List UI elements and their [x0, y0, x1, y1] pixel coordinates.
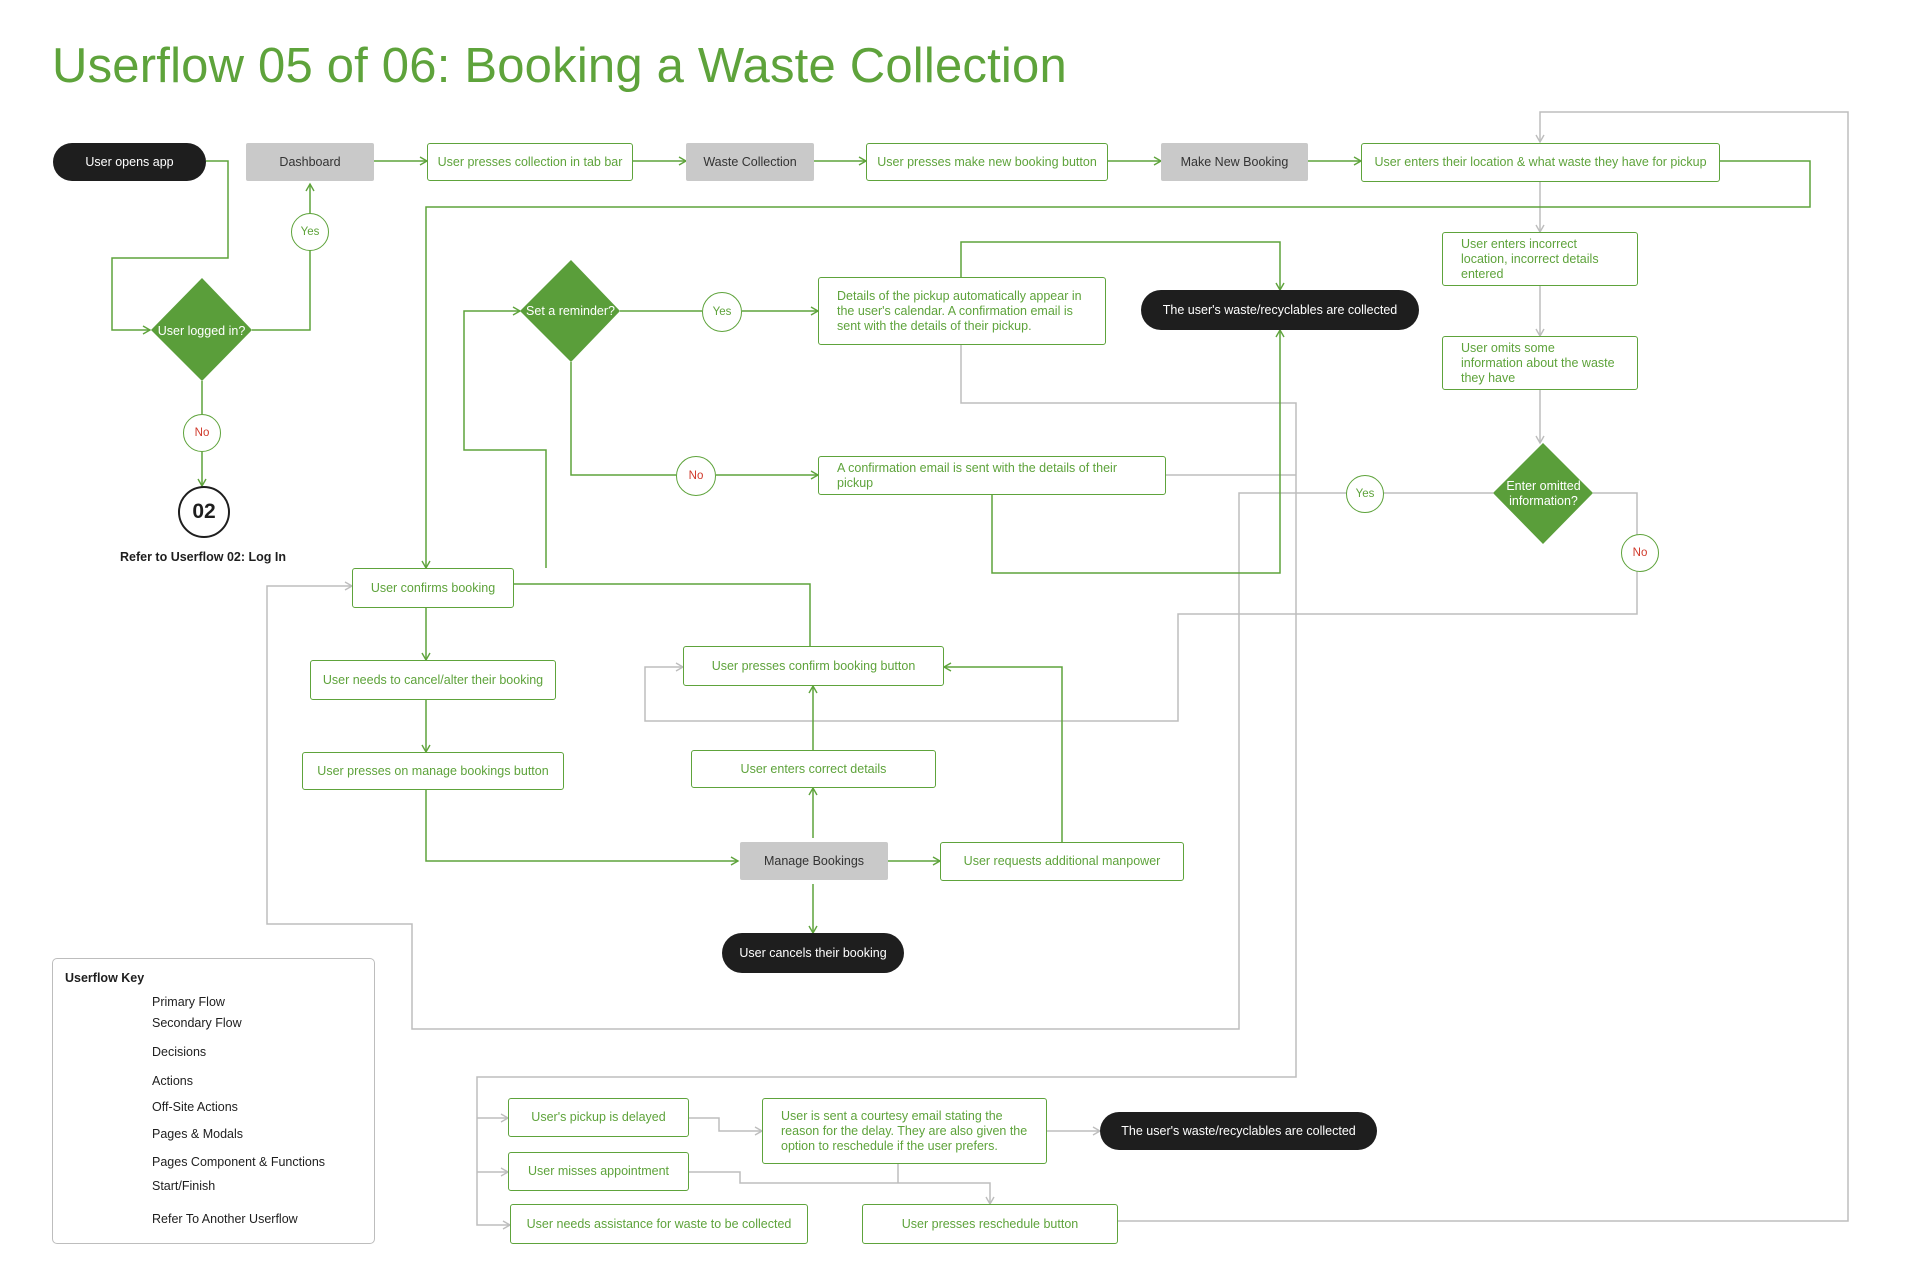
- action-pickup-delayed: User's pickup is delayed: [508, 1098, 689, 1137]
- ref-userflow-02: 02: [178, 486, 230, 538]
- key-label-primary-flow: Primary Flow: [152, 995, 225, 1009]
- key-label-pages-component: Pages Component & Functions: [152, 1155, 326, 1169]
- arrow-manage-button-to-manage: [425, 790, 740, 866]
- line-yes-omitted-to-confirm: [266, 492, 1493, 1030]
- action-omits-info: User omits some information about the wa…: [1442, 336, 1638, 390]
- arrow-manpower-to-confirm: [942, 662, 1063, 842]
- no-badge-omitted: No: [1621, 534, 1659, 572]
- no-badge-login: No: [183, 414, 221, 452]
- page-waste-collection: Waste Collection: [686, 143, 814, 181]
- ref-userflow-02-label: Refer to Userflow 02: Log In: [120, 550, 286, 564]
- diamond-set-reminder: [520, 260, 620, 362]
- key-label-secondary-flow: Secondary Flow: [152, 1016, 242, 1030]
- finish-waste-collected-2: The user's waste/recyclables are collect…: [1100, 1112, 1377, 1150]
- action-misses-appointment: User misses appointment: [508, 1152, 689, 1191]
- finish-waste-collected-1: The user's waste/recyclables are collect…: [1141, 290, 1419, 330]
- action-confirmation-email: A confirmation email is sent with the de…: [818, 456, 1166, 495]
- action-needs-assistance: User needs assistance for waste to be co…: [510, 1204, 808, 1244]
- arrow-confirms-to-reminder: [463, 306, 547, 568]
- action-courtesy-email: User is sent a courtesy email stating th…: [762, 1098, 1047, 1164]
- action-enters-location: User enters their location & what waste …: [1361, 143, 1720, 182]
- line-misses-to-reschedule: [689, 1171, 995, 1206]
- action-user-confirms-booking: User confirms booking: [352, 568, 514, 608]
- decision-user-logged-in-label: User logged in?: [157, 323, 246, 338]
- finish-cancels-booking: User cancels their booking: [722, 933, 904, 973]
- action-presses-collection-tab: User presses collection in tab bar: [427, 143, 633, 181]
- action-incorrect-location: User enters incorrect location, incorrec…: [1442, 232, 1638, 286]
- page-title: Userflow 05 of 06: Booking a Waste Colle…: [52, 39, 1067, 93]
- arrow-enter-location-to-confirms: [421, 160, 1811, 570]
- action-needs-cancel-alter: User needs to cancel/alter their booking: [310, 660, 556, 700]
- page-manage-bookings: Manage Bookings: [740, 842, 888, 880]
- arrow-reminder-to-no: [570, 362, 676, 476]
- key-label-off-site-actions: Off-Site Actions: [152, 1100, 238, 1114]
- line-delayed-to-courtesy: [689, 1117, 764, 1136]
- decision-set-reminder-label: Set a reminder?: [526, 303, 615, 318]
- key-label-decisions: Decisions: [152, 1045, 207, 1059]
- line-calendar-to-delay-branch: [476, 345, 1297, 1230]
- diamond-enter-omitted: [1493, 443, 1593, 544]
- yes-badge-reminder: Yes: [702, 292, 742, 332]
- arrow-confirms-to-confirm-button: [514, 583, 811, 646]
- arrow-calendar-to-collected: [960, 241, 1285, 292]
- yes-badge-login: Yes: [291, 213, 329, 251]
- action-details-calendar: Details of the pickup automatically appe…: [818, 277, 1106, 345]
- action-presses-confirm-booking: User presses confirm booking button: [683, 646, 944, 686]
- key-label-start-finish: Start/Finish: [152, 1179, 216, 1193]
- action-presses-manage-bookings: User presses on manage bookings button: [302, 752, 564, 790]
- diamond-user-logged-in: [151, 278, 252, 381]
- action-presses-new-booking: User presses make new booking button: [866, 143, 1108, 181]
- start-user-opens-app: User opens app: [53, 143, 206, 181]
- loop-back-to-enter-location: [1018, 111, 1849, 1222]
- page-make-new-booking: Make New Booking: [1161, 143, 1308, 181]
- decision-enter-omitted-label: Enter omitted information?: [1506, 479, 1581, 508]
- yes-badge-omitted: Yes: [1346, 475, 1384, 513]
- key-label-pages-modals: Pages & Modals: [152, 1127, 244, 1141]
- action-presses-reschedule: User presses reschedule button: [862, 1204, 1118, 1244]
- key-title: Userflow Key: [65, 971, 145, 985]
- line-no-omitted-to-confirm-booking: [644, 492, 1638, 722]
- arrow-confirmation-to-collected: [991, 328, 1285, 574]
- key-label-refer-userflow: Refer To Another Userflow: [152, 1212, 298, 1226]
- action-requests-manpower: User requests additional manpower: [940, 842, 1184, 881]
- page-dashboard: Dashboard: [246, 143, 374, 181]
- userflow-key: Userflow Key: [52, 958, 375, 1244]
- action-enters-correct-details: User enters correct details: [691, 750, 936, 788]
- no-badge-reminder: No: [676, 456, 716, 496]
- arrow-open-to-login-check: [111, 160, 229, 335]
- key-label-actions: Actions: [152, 1074, 193, 1088]
- arrow-yes-to-dashboard: [252, 244, 311, 331]
